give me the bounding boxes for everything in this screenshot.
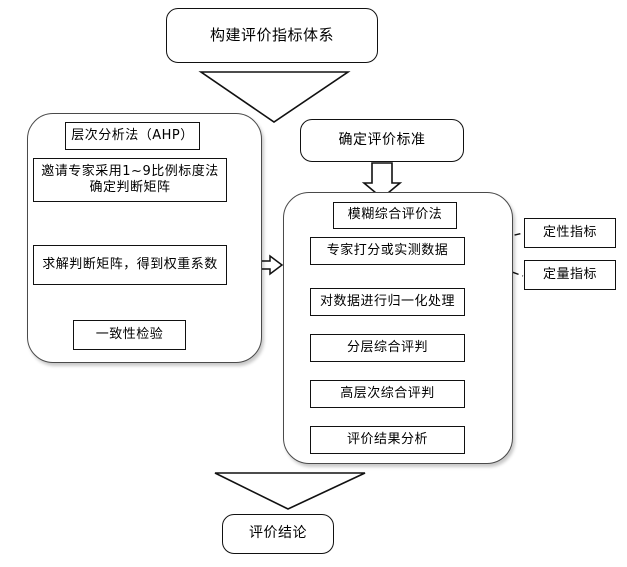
node-fuzzy-step-layered-evaluation[interactable]: 分层综合评判 [310, 334, 465, 362]
node-qualitative-indicator[interactable]: 定性指标 [524, 218, 616, 248]
node-determine-evaluation-criteria[interactable]: 确定评价标准 [300, 119, 464, 162]
node-fuzzy-step-high-level-evaluation[interactable]: 高层次综合评判 [310, 380, 465, 408]
node-quantitative-indicator[interactable]: 定量指标 [524, 260, 616, 290]
panel-fuzzy-title: 模糊综合评价法 [333, 202, 457, 229]
node-ahp-step-weight-coefficients[interactable]: 求解判断矩阵，得到权重系数 [33, 245, 227, 285]
node-fuzzy-step-normalization[interactable]: 对数据进行归一化处理 [310, 288, 465, 316]
node-ahp-step-consistency-check[interactable]: 一致性检验 [73, 320, 186, 350]
node-build-index-system[interactable]: 构建评价指标体系 [166, 8, 378, 63]
panels-to-conclusion-triangle [214, 472, 366, 510]
node-ahp-step-judgment-matrix[interactable]: 邀请专家采用1~9比例标度法确定判断矩阵 [33, 158, 227, 202]
panel-fuzzy-evaluation [283, 192, 513, 464]
node-fuzzy-step-expert-scoring[interactable]: 专家打分或实测数据 [310, 237, 465, 265]
node-fuzzy-step-result-analysis[interactable]: 评价结果分析 [310, 426, 465, 454]
node-evaluation-conclusion[interactable]: 评价结论 [222, 514, 334, 554]
panel-ahp-title: 层次分析法（AHP） [65, 122, 200, 150]
